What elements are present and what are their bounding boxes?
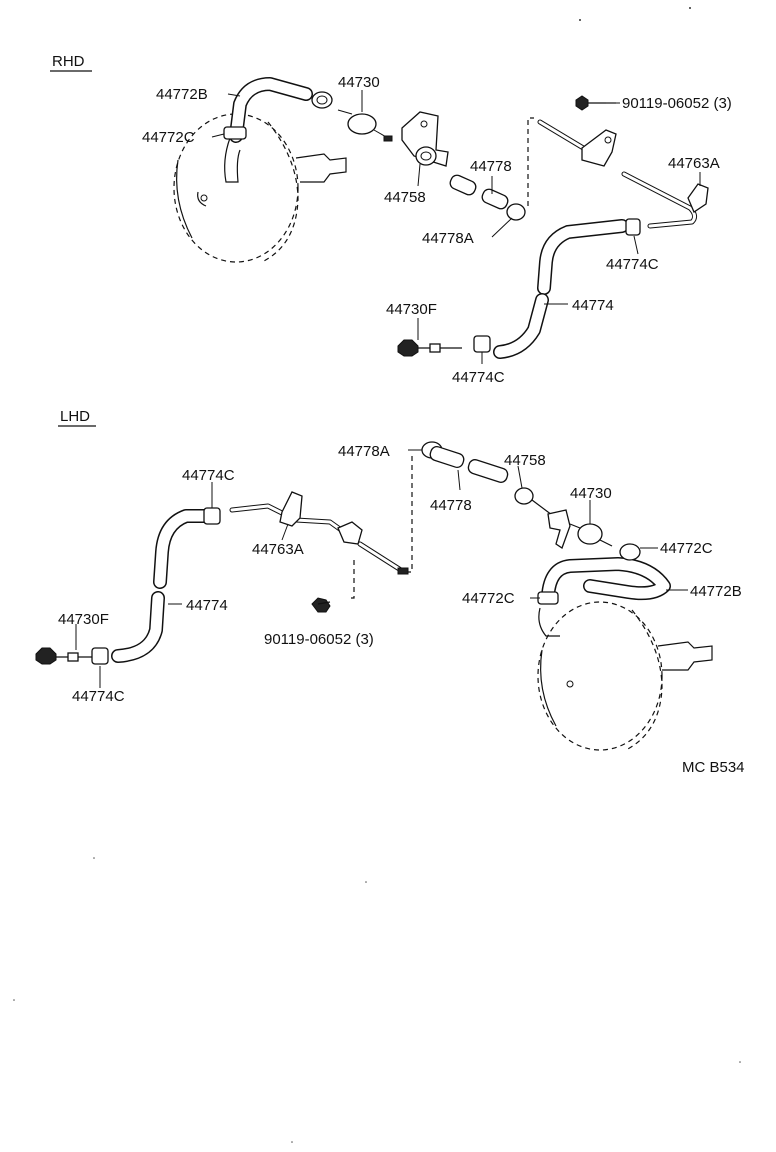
rhd-label-44763a: 44763A xyxy=(668,155,720,172)
lhd-label-44774: 44774 xyxy=(186,597,228,614)
lhd-clamp-44772c-left xyxy=(537,591,559,605)
rhd-union-44730f xyxy=(397,339,462,357)
lhd-label-44772c-left: 44772C xyxy=(462,590,515,607)
lhd-clamp-44758 xyxy=(514,487,571,549)
rhd-clamp-44778a xyxy=(506,203,526,221)
rhd-label-44730f: 44730F xyxy=(386,301,437,318)
lhd-metal-line-44763a xyxy=(229,491,409,575)
rhd-clamp-44772c-upper xyxy=(311,91,333,109)
lhd-label-44778: 44778 xyxy=(430,497,472,514)
rhd-label-44772b: 44772B xyxy=(156,86,208,103)
lhd-brake-booster xyxy=(537,601,713,751)
rhd-section: RHD xyxy=(50,53,732,386)
rhd-clamp-44774c-lower xyxy=(473,335,491,353)
rhd-hose-44774 xyxy=(493,219,629,359)
lhd-leaders xyxy=(75,449,688,688)
rhd-clamp-44774c-upper xyxy=(625,218,641,236)
rhd-label-44774c-lower: 44774C xyxy=(452,369,505,386)
lhd-label-44774c-lower: 44774C xyxy=(72,688,125,705)
lhd-clamp-44774c-upper xyxy=(203,507,221,525)
rhd-clamp-44772c-lower xyxy=(223,126,247,140)
lhd-label-44730f: 44730F xyxy=(58,611,109,628)
rhd-label-44778: 44778 xyxy=(470,158,512,175)
lhd-hose-44774 xyxy=(111,509,213,663)
rhd-leaders xyxy=(211,90,701,364)
rhd-brake-booster xyxy=(173,113,347,263)
rhd-bracket-44758 xyxy=(401,111,449,167)
rhd-label-90119: 90119-06052 (3) xyxy=(622,95,732,112)
lhd-pipe-44772b xyxy=(541,557,671,603)
rhd-label-44778a: 44778A xyxy=(422,230,474,247)
rhd-label-44774c-upper: 44774C xyxy=(606,256,659,273)
lhd-section: LHD xyxy=(35,408,742,751)
lhd-label-44778a: 44778A xyxy=(338,443,390,460)
lhd-label-44772b: 44772B xyxy=(690,583,742,600)
rhd-label-44772c: 44772C xyxy=(142,129,195,146)
rhd-bolt-90119 xyxy=(575,95,616,111)
lhd-label-90119: 90119-06052 (3) xyxy=(264,631,374,648)
rhd-heading: RHD xyxy=(52,53,85,70)
lhd-label-44774c-upper: 44774C xyxy=(182,467,235,484)
diagram-code: MC B534 xyxy=(682,759,745,776)
lhd-label-44758: 44758 xyxy=(504,452,546,469)
lhd-heading: LHD xyxy=(60,408,90,425)
rhd-guide-line xyxy=(527,117,534,206)
lhd-label-44763a: 44763A xyxy=(252,541,304,558)
lhd-check-valve-44730 xyxy=(569,523,613,547)
lhd-label-44730: 44730 xyxy=(570,485,612,502)
rhd-label-44758: 44758 xyxy=(384,189,426,206)
rhd-label-44774: 44774 xyxy=(572,297,614,314)
scan-specks xyxy=(13,7,741,1143)
lhd-label-44772c-right: 44772C xyxy=(660,540,713,557)
rhd-label-44730: 44730 xyxy=(338,74,380,91)
lhd-bolt-guide-line xyxy=(348,560,355,599)
rhd-check-valve-44730 xyxy=(337,109,393,142)
rhd-hose-44778 xyxy=(449,174,509,210)
rhd-metal-line-44763a xyxy=(537,119,709,229)
lhd-clamp-44774c-lower xyxy=(91,647,109,665)
lhd-hose-44778 xyxy=(429,445,509,483)
rhd-pipe-44772b xyxy=(229,77,313,143)
lhd-guide-line xyxy=(406,456,413,573)
lhd-bolt-90119 xyxy=(311,597,331,613)
lhd-union-44730f xyxy=(35,647,92,665)
lhd-clamp-44772c-right xyxy=(619,543,641,561)
